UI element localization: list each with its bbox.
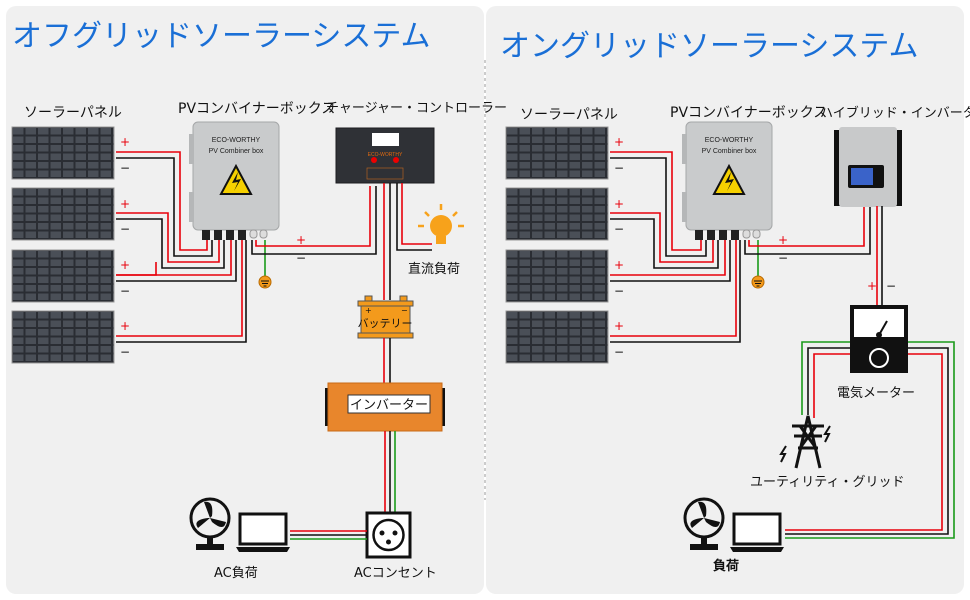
hybrid-inverter (834, 127, 902, 207)
minus-sign: − (120, 222, 130, 236)
load-label: 負荷 (713, 558, 739, 574)
off-grid-title: オフグリッドソーラーシステム (12, 19, 431, 54)
controller-brand: ECO-WORTHY (368, 152, 403, 158)
solar-panels-label: ソーラーパネル (24, 105, 122, 121)
minus-sign: − (614, 345, 624, 359)
combiner-brand: ECO-WORTHY (212, 137, 261, 144)
pv-combiner-box: ECO-WORTHY PV Combiner box (188, 121, 280, 241)
combiner-box-label: PVコンバイナーボックス (178, 101, 335, 117)
panel-wires (116, 151, 247, 343)
inverter: インバーター (325, 382, 445, 432)
minus-sign: − (120, 284, 130, 298)
minus-sign: − (120, 345, 130, 359)
charge-controller-label: チャージャー・コントローラー (326, 101, 507, 116)
solar-panel (505, 249, 609, 303)
solar-panel (11, 249, 115, 303)
minus-sign: − (886, 279, 896, 293)
plus-sign: + (120, 135, 130, 149)
solar-panel (505, 126, 609, 180)
plus-sign: + (614, 197, 624, 211)
dc-load-label: 直流負荷 (408, 262, 460, 277)
combiner-text: PV Combiner box (702, 148, 757, 155)
inverter-label: インバーター (350, 398, 428, 413)
plus-sign: + (296, 233, 306, 247)
ac-load-label: AC負荷 (214, 566, 258, 581)
hybrid-inverter-label: ハイブリッド・インバータ (820, 105, 970, 121)
plus-sign: + (778, 233, 788, 247)
ac-outlet-icon (365, 511, 412, 559)
combiner-box-label: PVコンバイナーボックス (670, 105, 827, 121)
solar-panel (505, 187, 609, 241)
plus-sign: + (614, 258, 624, 272)
plus-sign: + (120, 319, 130, 333)
solar-panel (11, 187, 115, 241)
plus-sign: + (120, 197, 130, 211)
plus-sign: + (120, 258, 130, 272)
minus-sign: − (614, 161, 624, 175)
ac-outlet-label: ACコンセント (354, 566, 437, 581)
on-grid-title: オングリッドソーラーシステム (500, 29, 919, 64)
ground-icon (751, 275, 765, 289)
minus-sign: − (296, 251, 306, 265)
minus-sign: − (778, 251, 788, 265)
ground-icon (258, 275, 272, 289)
combiner-brand: ECO-WORTHY (705, 137, 754, 144)
plus-sign: + (614, 135, 624, 149)
charge-controller: ECO-WORTHY (335, 127, 435, 184)
battery: + − バッテリー (357, 295, 414, 339)
light-bulb-icon (418, 204, 464, 244)
panel-wires (610, 151, 741, 343)
minus-sign: − (614, 222, 624, 236)
minus-sign: − (120, 161, 130, 175)
utility-grid-label: ユーティリティ・グリッド (750, 475, 904, 490)
solar-panel (11, 126, 115, 180)
pv-combiner-box: ECO-WORTHY PV Combiner box (681, 121, 773, 241)
utility-tower-icon (779, 415, 831, 469)
electric-meter-label: 電気メーター (837, 385, 915, 401)
electric-meter-icon (850, 305, 908, 373)
plus-sign: + (614, 319, 624, 333)
battery-label: バッテリー (358, 317, 413, 330)
solar-panel (505, 310, 609, 364)
svg-text:−: − (401, 306, 408, 315)
svg-text:+: + (365, 306, 372, 315)
plus-sign: + (867, 279, 877, 293)
combiner-text: PV Combiner box (209, 148, 264, 155)
solar-panels-label: ソーラーパネル (520, 107, 618, 123)
solar-panel (11, 310, 115, 364)
minus-sign: − (614, 284, 624, 298)
